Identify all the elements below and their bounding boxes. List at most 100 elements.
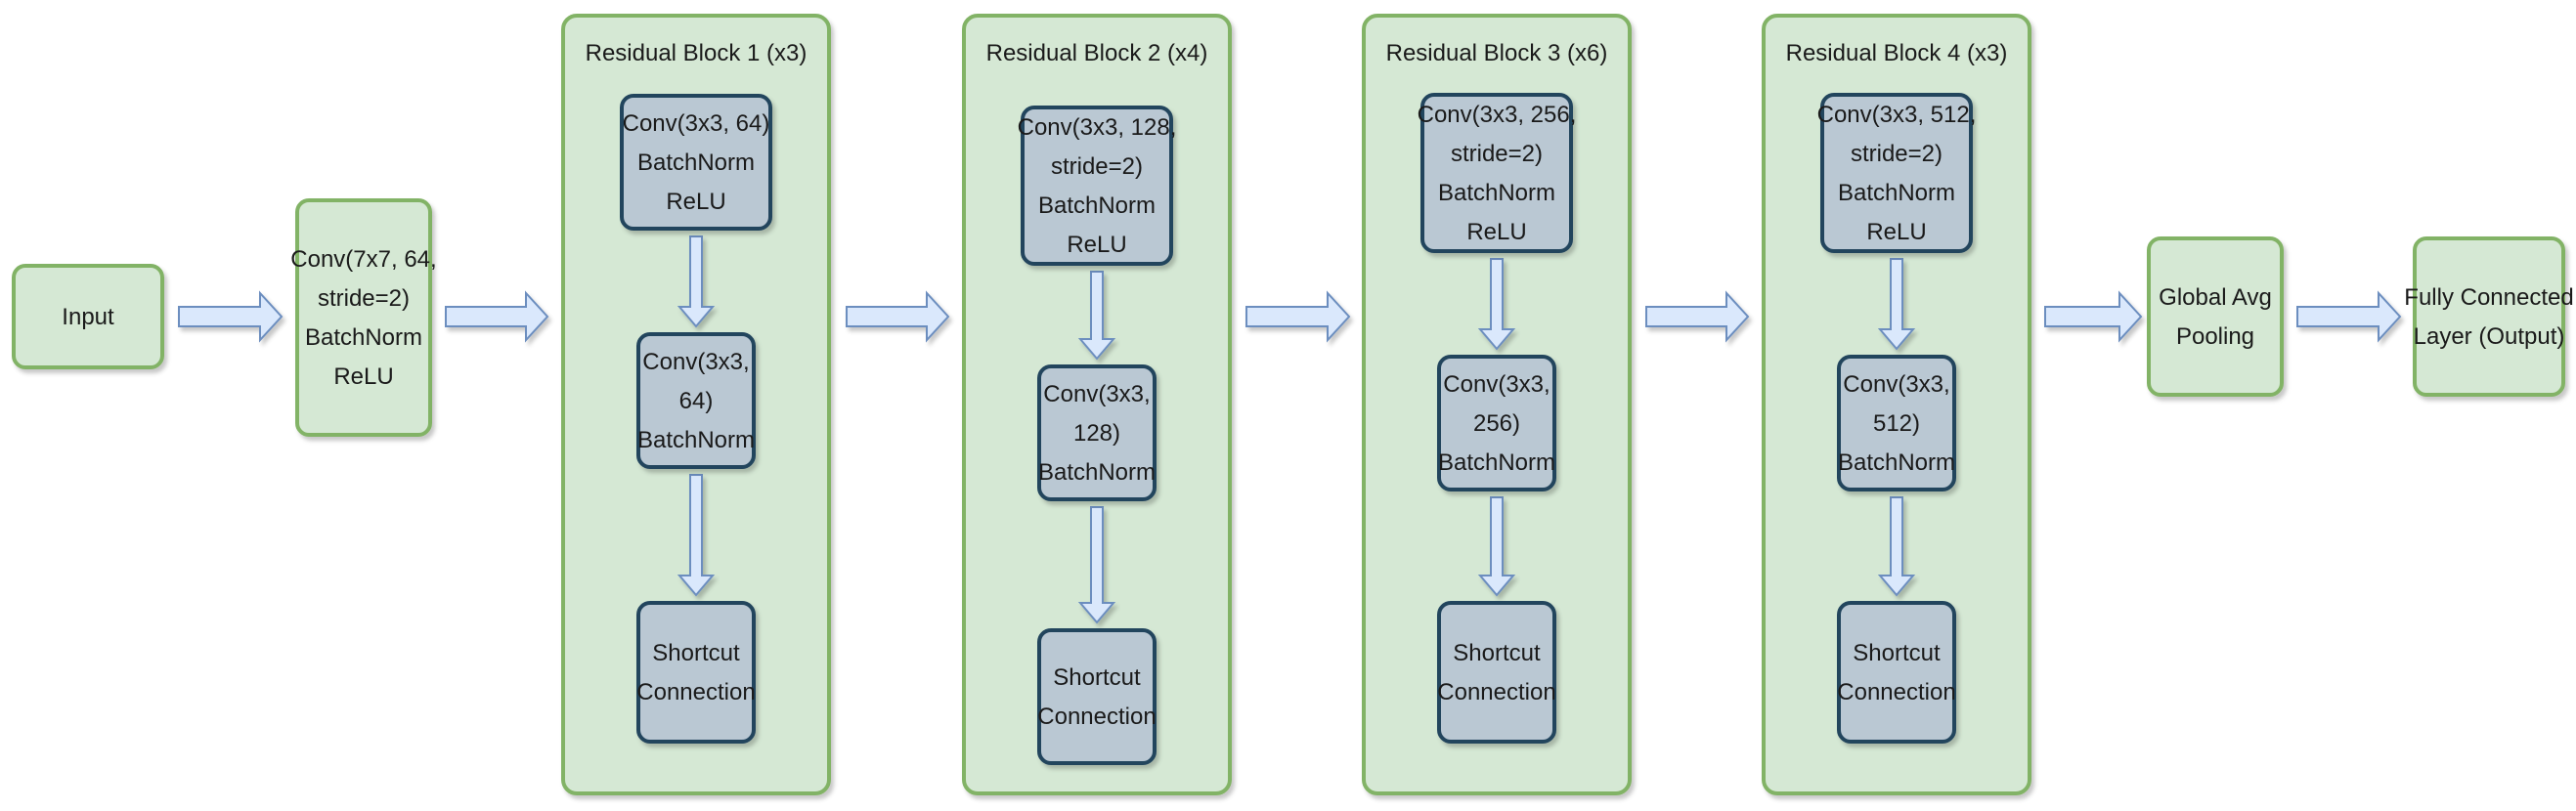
block-2-conv-bn-layer-shape (1037, 364, 1157, 501)
block-1-conv-bn-relu-layer-label-line-1: Conv(3x3, 64) (623, 110, 770, 137)
block-3-conv-bn-layer-label-line-3: BatchNorm (1438, 449, 1555, 476)
block-4-shortcut-connection-layer-shape (1837, 601, 1956, 744)
block-4-conv-bn-relu-layer-shape (1820, 93, 1973, 253)
arrow-stem-to-block-1 (445, 290, 549, 343)
block-2-conv-bn-layer-label-line-2: 128) (1073, 420, 1120, 447)
arrow-block-4-to-pooling (2044, 290, 2143, 343)
residual-block-4-title: Residual Block 4 (x3) (1786, 40, 2008, 66)
arrow-block-2-to-block-3 (1245, 290, 1351, 343)
block-2-conv-bn-relu-layer-label-line-2: stride=2) (1051, 153, 1143, 180)
block-1-conv-bn-layer-label-line-2: 64) (679, 388, 714, 414)
block-1-shortcut-connection-layer-label-line-1: Shortcut (652, 640, 740, 666)
block-1-conv-bn-layer-shape (636, 332, 756, 469)
global-avg-pooling-node-shape (2147, 236, 2284, 397)
block-4-arrow-down-2 (1877, 496, 1916, 597)
block-4-conv-bn-layer-label: Conv(3x3,512)BatchNorm (1838, 371, 1955, 476)
block-2-conv-bn-relu-layer-shape (1021, 106, 1173, 266)
block-1-arrow-down-1 (677, 235, 716, 328)
block-3-conv-bn-relu-layer-label-line-4: ReLU (1466, 219, 1526, 245)
residual-block-1-title: Residual Block 1 (x3) (586, 40, 808, 66)
block-3-arrow-down-2 (1477, 496, 1516, 597)
block-2-arrow-down-1 (1077, 271, 1116, 361)
block-2-conv-bn-layer-label: Conv(3x3, 128) BatchNorm (1038, 381, 1156, 486)
stem-conv-node-label-line-4: ReLU (333, 363, 393, 390)
block-2-conv-bn-layer-label-line-3: BatchNorm (1038, 459, 1156, 486)
block-2-conv-bn-relu-layer-label-line-3: BatchNorm (1038, 192, 1156, 219)
stem-conv-node-label-line-1: Conv(7x7, 64, (290, 246, 436, 273)
fully-connected-node-label-line-2: Layer (Output) (2414, 323, 2565, 350)
residual-block-3-title: Residual Block 3 (x6) (1386, 40, 1608, 66)
block-3-arrow-down-1 (1477, 258, 1516, 351)
flow-arrows (178, 235, 2402, 624)
stem-conv-node-shape (295, 198, 432, 437)
residual-block-containers: Residual Block 1 (x3) Residual Block 2 (x… (561, 14, 2031, 795)
arrow-block-3-to-block-4 (1645, 290, 1750, 343)
fully-connected-node-shape (2413, 236, 2565, 397)
block-2-conv-bn-relu-layer-label-line-4: ReLU (1067, 232, 1126, 258)
input-node-label-line-1: Input (62, 304, 114, 330)
block-4-conv-bn-relu-layer-label-line-4: ReLU (1866, 219, 1926, 245)
block-3-shortcut-connection-layer-label-line-1: Shortcut (1453, 640, 1541, 666)
block-1-conv-bn-relu-layer-label-line-3: ReLU (666, 189, 725, 215)
block-3-conv-bn-relu-layer-label-line-3: BatchNorm (1438, 180, 1555, 206)
fully-connected-node-label-line-1: Fully Connected (2404, 284, 2573, 311)
block-2-conv-bn-layer-label-line-1: Conv(3x3, (1043, 381, 1150, 407)
residual-block-2-title: Residual Block 2 (x4) (986, 40, 1208, 66)
block-3-shortcut-connection-layer-shape (1437, 601, 1556, 744)
arrow-pooling-to-fc (2296, 290, 2402, 343)
block-3-conv-bn-layer-shape (1437, 355, 1556, 491)
block-3-conv-bn-layer-label-line-2: 256) (1473, 410, 1520, 437)
block-4-conv-bn-layer: Conv(3x3,512)BatchNorm (1837, 355, 1956, 491)
arrow-input-to-stem (178, 290, 284, 343)
block-3-shortcut-connection-layer-label-line-2: Connection (1437, 679, 1555, 705)
block-2-shortcut-connection-layer-label-line-2: Connection (1037, 704, 1156, 730)
block-4-conv-bn-layer-label-line-3: BatchNorm (1838, 449, 1955, 476)
block-4-conv-bn-relu-layer-label-line-1: Conv(3x3, 512, (1817, 102, 1977, 128)
block-4-shortcut-connection-layer-label-line-2: Connection (1837, 679, 1955, 705)
block-1-conv-bn-layer: Conv(3x3,64)BatchNorm (636, 332, 756, 469)
block-1-conv-bn-layer-label-line-1: Conv(3x3, (642, 349, 749, 375)
block-3-conv-bn-relu-layer-shape (1420, 93, 1573, 253)
block-3-conv-bn-layer-label-line-1: Conv(3x3, (1443, 371, 1550, 398)
stem-conv-node-label-line-3: BatchNorm (305, 324, 422, 351)
block-4-conv-bn-layer-label-line-1: Conv(3x3, (1843, 371, 1949, 398)
block-3-conv-bn-relu-layer-label-line-2: stride=2) (1451, 141, 1543, 167)
arrow-block-1-to-block-2 (846, 290, 950, 343)
block-3-conv-bn-layer-label: Conv(3x3, 256) BatchNorm (1438, 371, 1555, 476)
block-2-shortcut-connection-layer-shape (1037, 628, 1157, 765)
block-4-conv-bn-layer-shape (1837, 355, 1956, 491)
block-2-conv-bn-relu-layer-label-line-1: Conv(3x3, 128, (1018, 114, 1177, 141)
input-node-shape (12, 264, 164, 369)
block-1-shortcut-connection-layer-shape (636, 601, 756, 744)
block-1-conv-bn-relu-layer-label-line-2: BatchNorm (637, 149, 755, 176)
block-1-conv-bn-relu-layer-shape (620, 94, 772, 231)
input-node: Input (12, 264, 164, 369)
block-4-shortcut-connection-layer-label-line-1: Shortcut (1853, 640, 1941, 666)
block-2-arrow-down-2 (1077, 506, 1116, 624)
block-2-shortcut-connection-layer-label-line-1: Shortcut (1053, 664, 1141, 691)
